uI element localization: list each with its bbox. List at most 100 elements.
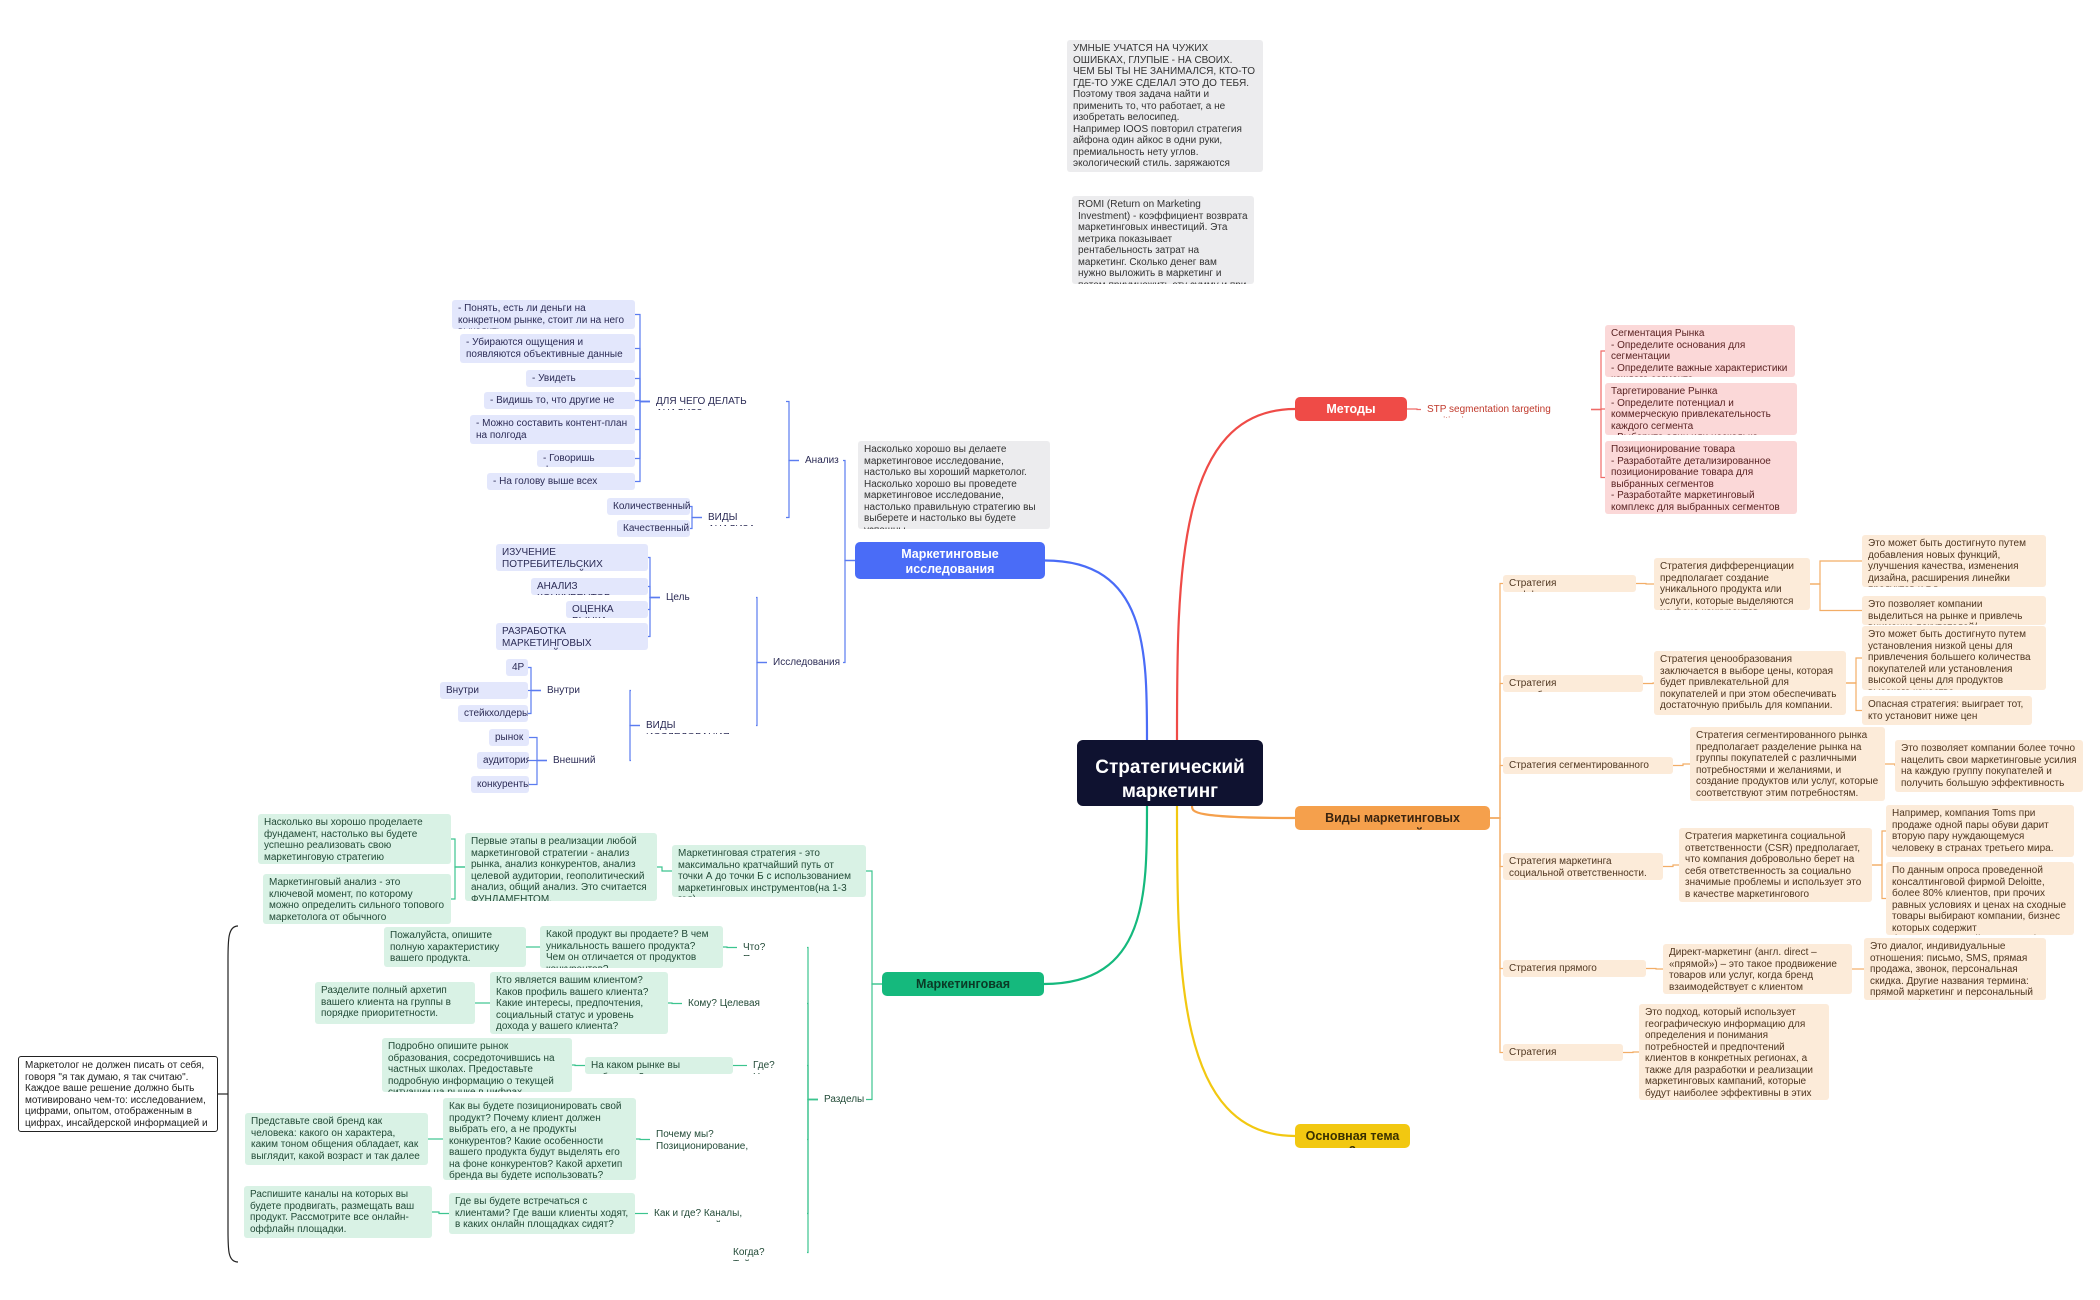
why-reason-3[interactable]: - Увидеть возможности [526, 370, 635, 387]
positioning-question[interactable]: Как вы будете позиционировать свой проду… [443, 1098, 636, 1180]
niche-question[interactable]: На каком рынке вы работаете? [585, 1057, 733, 1074]
section-timing[interactable]: Когда? Тайминг [733, 1247, 771, 1261]
branch-marketing-research[interactable]: Маркетинговые исследования [855, 542, 1045, 579]
branch-connector [786, 400, 799, 462]
audience-task[interactable]: Разделите полный архетип вашего клиента … [315, 982, 475, 1024]
section-product[interactable]: Что? Продукт [743, 942, 781, 956]
differentiation-note-1[interactable]: Это может быть достигнуто путем добавлен… [1862, 535, 2046, 587]
branch-connector [1643, 682, 1654, 685]
branch-connector [1872, 830, 1886, 866]
stp-positioning[interactable]: Позиционирование товара - Разработайте д… [1605, 441, 1797, 514]
analysis-type-quantitative[interactable]: Количественный [607, 498, 690, 515]
foundation-note-1[interactable]: Насколько вы хорошо проделаете фундамент… [258, 814, 451, 864]
analysis-type-qualitative[interactable]: Качественный [617, 520, 690, 537]
audience-question[interactable]: Кто является вашим клиентом? Каков профи… [490, 972, 668, 1034]
social-responsibility-note-1[interactable]: Например, компания Toms при продаже одно… [1886, 805, 2074, 857]
direct-marketing-note[interactable]: Это диалог, индивидуальные отношения: пи… [1864, 938, 2046, 1000]
study-types-node[interactable]: ВИДЫ ИССЛЕДОВАНИЯ [646, 720, 730, 734]
branch-connector [690, 516, 702, 530]
strategy-segmented-market[interactable]: Стратегия сегментированного рынка. [1503, 757, 1673, 774]
strategy-first-stages[interactable]: Первые этапы в реализации любой маркетин… [465, 833, 657, 901]
pricing-note-2[interactable]: Опасная стратегия: выиграет тот, кто уст… [1862, 696, 2032, 725]
channels-question[interactable]: Где вы будете встречаться с клиентами? Г… [449, 1193, 635, 1234]
channels-task[interactable]: Распишите каналы на которых вы будете пр… [244, 1186, 432, 1238]
main-connector [1044, 559, 1149, 741]
why-reason-2[interactable]: - Убираются ощущения и появляются объект… [460, 334, 635, 363]
product-question[interactable]: Какой продукт вы продаете? В чем уникаль… [540, 926, 723, 968]
segmented-market-note[interactable]: Это позволяет компании более точно нацел… [1895, 740, 2083, 792]
internal-company[interactable]: Внутри компании [440, 682, 528, 699]
studies-node[interactable]: Исследования [773, 657, 841, 668]
why-reason-4[interactable]: - Видишь то, что другие не видят [484, 392, 635, 409]
branch-marketing-strategy[interactable]: Маркетинговая стратегия [882, 972, 1044, 996]
external-analysis-node[interactable]: Внешний анализ [553, 755, 596, 769]
branch-connector [1591, 408, 1605, 479]
stp-node[interactable]: STP segmentation targeting positioning [1427, 404, 1551, 418]
strategy-differentiation[interactable]: Стратегия дифференциации. [1503, 575, 1636, 592]
branch-strategy-types[interactable]: Виды маркетинговых стратегий [1295, 806, 1490, 830]
strategy-geomarketing[interactable]: Стратегия геомаркетинга. [1503, 1044, 1623, 1061]
why-reason-7[interactable]: - На голову выше всех остальных [487, 473, 635, 490]
section-niche[interactable]: Где? Ниша [753, 1060, 779, 1074]
branch-connector [657, 866, 672, 872]
strategy-direct-marketing[interactable]: Стратегия прямого маркетинга. [1503, 960, 1646, 977]
branch-connector [807, 1064, 818, 1101]
why-reason-1[interactable]: - Понять, есть ли деньги на конкретном р… [452, 300, 635, 329]
sections-node[interactable]: Разделы [824, 1094, 865, 1105]
external-competitors[interactable]: конкуренты [471, 776, 529, 793]
central-topic[interactable]: Стратегический маркетинг [1077, 740, 1263, 806]
stp-targeting[interactable]: Таргетирование Рынка - Определите потенц… [1605, 383, 1797, 435]
branch-connector [636, 1138, 650, 1141]
goal-consumer-preferences[interactable]: ИЗУЧЕНИЕ ПОТРЕБИТЕЛЬСКИХ ПРЕДПОЧТЕНИЙ И … [496, 544, 648, 571]
geomarketing-desc[interactable]: Это подход, который использует географич… [1639, 1004, 1829, 1100]
branch-main-theme-3[interactable]: Основная тема 3 [1295, 1124, 1410, 1148]
branch-connector [1490, 817, 1503, 868]
branch-connector [1490, 582, 1503, 819]
goal-market-assessment[interactable]: ОЦЕНКА РЫНКА [566, 601, 648, 618]
branch-connector [668, 1002, 682, 1005]
strategy-social-responsibility[interactable]: Стратегия маркетинга социальной ответств… [1503, 853, 1663, 880]
branch-connector [648, 596, 660, 638]
why-reason-6[interactable]: - Говоришь фактами [537, 450, 635, 467]
external-market[interactable]: рынок [489, 729, 529, 746]
external-audience[interactable]: аудитория [477, 752, 529, 769]
why-reason-5[interactable]: - Можно составить контент-план на полгод… [470, 415, 635, 444]
section-target-audience[interactable]: Кому? Целевая аудитория [688, 998, 760, 1012]
branch-connector [1591, 350, 1605, 411]
social-responsibility-note-2[interactable]: По данным опроса проведенной консалтинго… [1886, 862, 2074, 935]
positioning-task[interactable]: Представьте свой бренд как человека: как… [245, 1113, 428, 1165]
internal-4p[interactable]: 4P [506, 659, 528, 676]
analysis-types-node[interactable]: ВИДЫ АНАЛИЗА [708, 512, 755, 526]
branch-connector [807, 1098, 818, 1141]
direct-marketing-desc[interactable]: Директ-маркетинг (англ. direct – «прямой… [1663, 944, 1852, 994]
internal-stakeholders[interactable]: стейкхолдеры [458, 705, 528, 722]
pricing-note-1[interactable]: Это может быть достигнуто путем установл… [1862, 626, 2046, 690]
branch-connector [528, 666, 541, 692]
social-responsibility-desc[interactable]: Стратегия маркетинга социальной ответств… [1679, 828, 1872, 902]
goal-competitor-analysis[interactable]: АНАЛИЗ КОНКУРЕНТОВ [531, 578, 648, 595]
product-task[interactable]: Пожалуйста, опишите полную характеристик… [384, 927, 526, 967]
internal-company-node[interactable]: Внутри компании [547, 685, 592, 699]
differentiation-desc[interactable]: Стратегия дифференциации предполагает со… [1654, 558, 1810, 610]
analysis-node[interactable]: Анализ [805, 455, 839, 466]
section-positioning[interactable]: Почему мы? Позиционирование, ценностное … [656, 1129, 778, 1153]
branch-connector [635, 377, 650, 403]
research-goal-node[interactable]: Цель исследования [666, 592, 731, 606]
branch-connector [529, 759, 547, 786]
goal-strategy-development[interactable]: РАЗРАБОТКА МАРКЕТИНГОВЫХ СТРАТЕГИЙ И ПЛА… [496, 623, 648, 650]
foundation-note-2[interactable]: Маркетинговый анализ - это ключевой моме… [263, 874, 451, 924]
branch-connector [528, 689, 541, 715]
strategy-definition[interactable]: Маркетинговая стратегия - это максимальн… [672, 845, 866, 897]
strategy-pricing[interactable]: Стратегия ценообразования. [1503, 675, 1643, 692]
stp-segmentation[interactable]: Сегментация Рынка - Определите основания… [1605, 325, 1795, 377]
branch-connector [432, 1211, 449, 1215]
pricing-desc[interactable]: Стратегия ценообразования заключается в … [1654, 651, 1846, 715]
differentiation-note-2[interactable]: Это позволяет компании выделиться на рын… [1862, 596, 2046, 625]
segmented-market-desc[interactable]: Стратегия сегментированного рынка предпо… [1690, 727, 1885, 801]
niche-task[interactable]: Подробно опишите рынок образования, соср… [382, 1038, 572, 1092]
why-analysis-node[interactable]: ДЛЯ ЧЕГО ДЕЛАТЬ АНАЛИЗ? [656, 396, 747, 410]
branch-connector [723, 946, 737, 949]
branch-analysis-methods[interactable]: Методы анализа [1295, 397, 1407, 421]
section-channels[interactable]: Как и где? Каналы, коммуникаций [654, 1208, 743, 1222]
branch-connector [1663, 864, 1679, 868]
